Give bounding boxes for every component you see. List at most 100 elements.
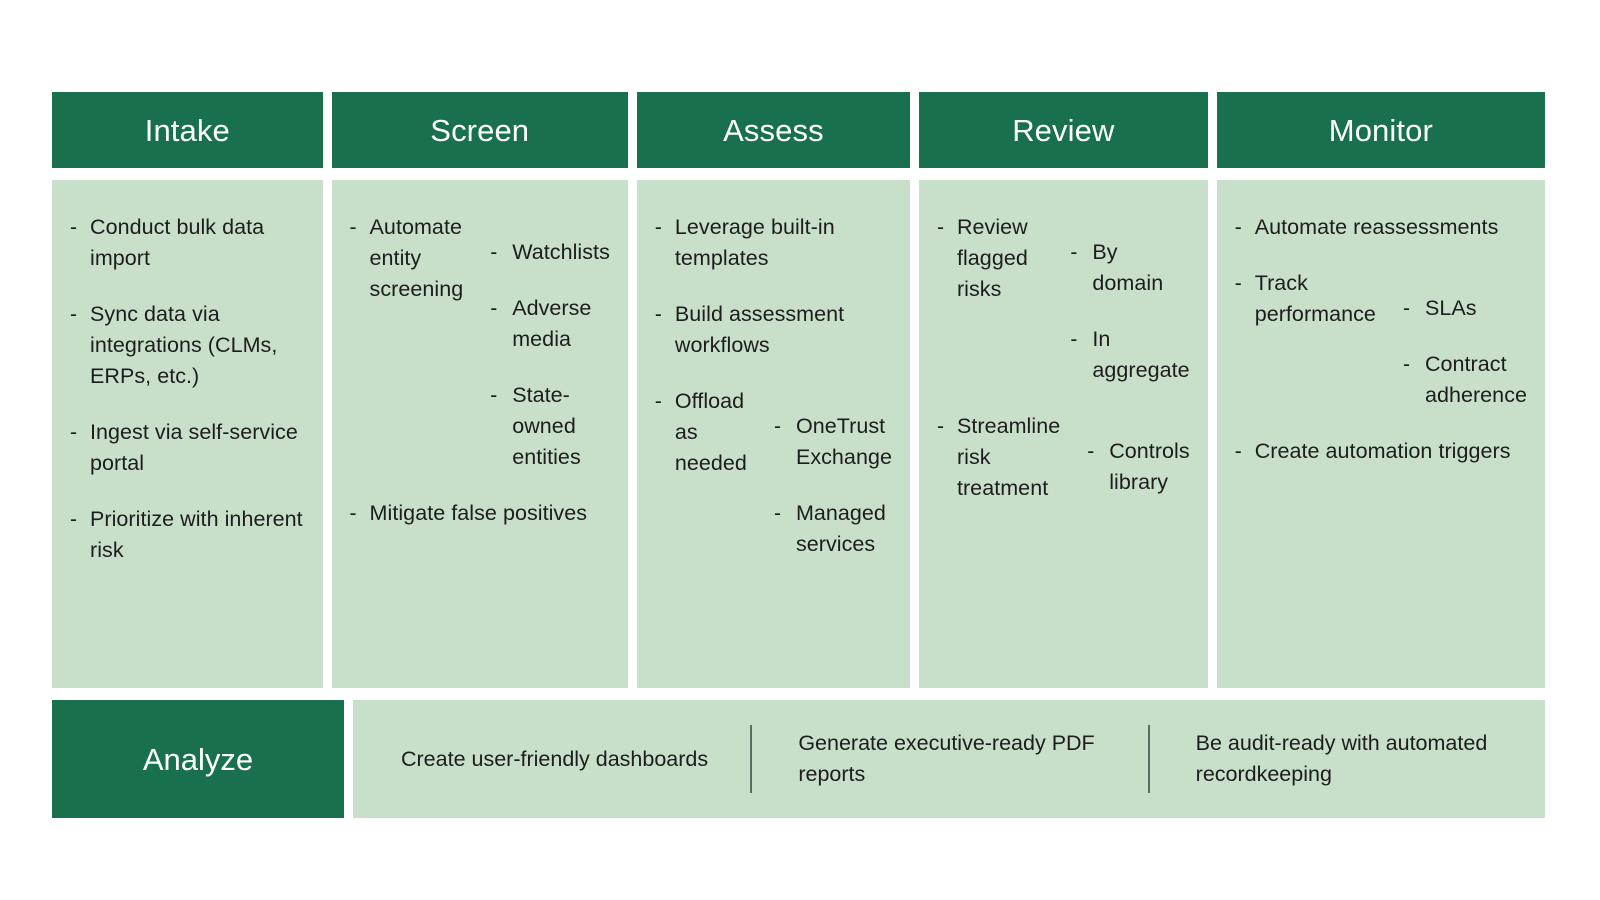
list-item: - Review flagged risks - By domain - In … xyxy=(937,212,1190,386)
list-item: - Track performance - SLAs - Contract ad… xyxy=(1235,268,1527,411)
bullet-dash-icon: - xyxy=(1070,328,1078,351)
stage-header-intake: Intake xyxy=(52,92,323,168)
sub-list-item: - In aggregate xyxy=(1070,324,1189,386)
stage-header-monitor: Monitor xyxy=(1216,92,1545,168)
list-item-label: Create automation triggers xyxy=(1254,439,1511,463)
bullet-dash-icon: - xyxy=(70,508,77,531)
bullet-list: - Automate entity screening - Watchlists… xyxy=(350,212,610,529)
bullet-list: - Review flagged risks - By domain - In … xyxy=(937,212,1190,504)
sub-bullet-list: - SLAs - Contract adherence xyxy=(1376,293,1527,411)
list-item: - Ingest via self-service portal xyxy=(70,417,305,479)
sub-list-item-label: Watchlists xyxy=(512,240,610,264)
bullet-dash-icon: - xyxy=(936,415,944,438)
stage-title: Intake xyxy=(144,112,230,148)
list-item: - Automate reassessments xyxy=(1235,212,1527,243)
sub-bullet-list: - Watchlists - Adverse media - State-own… xyxy=(463,237,610,473)
stage-body-monitor: - Automate reassessments - Track perform… xyxy=(1216,180,1545,688)
list-item-label: Offload as needed xyxy=(674,389,747,475)
bullet-list: - Leverage built-in templates - Build as… xyxy=(655,212,892,560)
analyze-row: Analyze Create user-friendly dashboards … xyxy=(52,700,1545,818)
bullet-dash-icon: - xyxy=(70,216,77,239)
list-item-label: Build assessment workflows xyxy=(674,302,845,357)
list-item: - Sync data via integrations (CLMs, ERPs… xyxy=(70,299,305,392)
bullet-dash-icon: - xyxy=(654,216,662,239)
bullet-dash-icon: - xyxy=(1402,297,1410,320)
list-item: - Automate entity screening - Watchlists… xyxy=(350,212,610,473)
analyze-item-pdf-reports: Generate executive-ready PDF reports xyxy=(750,728,1147,790)
sub-list-item-label: SLAs xyxy=(1424,296,1477,320)
bullet-dash-icon: - xyxy=(1402,353,1410,376)
sub-list-item-label: Controls library xyxy=(1109,439,1190,494)
bullet-dash-icon: - xyxy=(349,216,357,239)
bullet-dash-icon: - xyxy=(490,297,498,320)
sub-list-item: - Contract adherence xyxy=(1403,349,1527,411)
bullet-dash-icon: - xyxy=(490,241,498,264)
sub-list-item-label: OneTrust Exchange xyxy=(795,414,892,469)
sub-list-item: - State-owned entities xyxy=(490,380,610,473)
stage-header-review: Review xyxy=(918,92,1208,168)
stage-header-screen: Screen xyxy=(331,92,628,168)
bullet-dash-icon: - xyxy=(654,303,662,326)
list-item: - Offload as needed - OneTrust Exchange … xyxy=(655,386,892,560)
stage-body-review: - Review flagged risks - By domain - In … xyxy=(918,180,1208,688)
list-item-label: Track performance xyxy=(1254,271,1376,326)
bullet-dash-icon: - xyxy=(1234,216,1242,239)
list-item: - Leverage built-in templates xyxy=(655,212,892,274)
sub-list-item: - Watchlists xyxy=(490,237,610,268)
list-item-label: Prioritize with inherent risk xyxy=(90,507,303,562)
sub-list-item-label: In aggregate xyxy=(1092,327,1190,382)
bullet-dash-icon: - xyxy=(349,502,357,525)
bullet-dash-icon: - xyxy=(1087,440,1095,463)
bullet-list: - Conduct bulk data import - Sync data v… xyxy=(70,212,305,566)
list-item: - Mitigate false positives xyxy=(350,498,610,529)
analyze-item-recordkeeping: Be audit-ready with automated recordkeep… xyxy=(1148,728,1545,790)
list-item: - Streamline risk treatment - Controls l… xyxy=(937,411,1190,504)
stage-body-assess: - Leverage built-in templates - Build as… xyxy=(636,180,910,688)
stage-body-intake: - Conduct bulk data import - Sync data v… xyxy=(52,180,323,688)
stage-title: Assess xyxy=(723,112,824,148)
bullet-dash-icon: - xyxy=(490,384,498,407)
sub-bullet-list: - Controls library xyxy=(1060,436,1189,498)
stage-title: Monitor xyxy=(1328,112,1433,148)
analyze-header: Analyze xyxy=(52,700,344,818)
stage-header-assess: Assess xyxy=(636,92,910,168)
analyze-panel: Create user-friendly dashboards Generate… xyxy=(353,700,1545,818)
stage-columns: Intake - Conduct bulk data import - Sync… xyxy=(52,92,1545,688)
sub-list-item-label: Adverse media xyxy=(512,296,592,351)
list-item-label: Automate reassessments xyxy=(1254,215,1499,239)
list-item-label: Ingest via self-service portal xyxy=(90,420,298,475)
bullet-dash-icon: - xyxy=(70,421,77,444)
stage-body-screen: - Automate entity screening - Watchlists… xyxy=(331,180,628,688)
sub-bullet-list: - By domain - In aggregate xyxy=(1043,237,1189,386)
list-item-label: Streamline risk treatment xyxy=(956,414,1061,500)
list-item-label: Mitigate false positives xyxy=(369,501,588,525)
sub-list-item-label: Contract adherence xyxy=(1424,352,1527,407)
stage-title: Screen xyxy=(430,112,530,148)
stage-title: Review xyxy=(1012,112,1115,148)
stage-column-monitor: Monitor - Automate reassessments - Track… xyxy=(1216,92,1545,688)
sub-list-item-label: State-owned entities xyxy=(512,383,581,469)
list-item-label: Automate entity screening xyxy=(369,215,464,301)
process-flow-diagram: Intake - Conduct bulk data import - Sync… xyxy=(52,92,1545,818)
bullet-dash-icon: - xyxy=(773,502,781,525)
list-item-label: Sync data via integrations (CLMs, ERPs, … xyxy=(90,302,278,388)
bullet-dash-icon: - xyxy=(936,216,944,239)
bullet-dash-icon: - xyxy=(70,303,77,326)
analyze-item-dashboards: Create user-friendly dashboards xyxy=(401,746,709,771)
stage-column-review: Review - Review flagged risks - By domai… xyxy=(918,92,1208,688)
sub-list-item: - OneTrust Exchange xyxy=(774,411,892,473)
list-item: - Create automation triggers xyxy=(1235,436,1527,467)
list-item: - Build assessment workflows xyxy=(655,299,892,361)
bullet-dash-icon: - xyxy=(1234,272,1242,295)
sub-list-item: - Adverse media xyxy=(490,293,610,355)
list-item-label: Review flagged risks xyxy=(956,215,1028,301)
sub-list-item: - SLAs xyxy=(1403,293,1527,324)
bullet-dash-icon: - xyxy=(773,415,781,438)
sub-list-item: - Managed services xyxy=(774,498,892,560)
bullet-list: - Automate reassessments - Track perform… xyxy=(1235,212,1527,467)
stage-column-screen: Screen - Automate entity screening - Wat… xyxy=(331,92,628,688)
list-item: - Conduct bulk data import xyxy=(70,212,305,274)
sub-list-item: - By domain xyxy=(1070,237,1189,299)
list-item: - Prioritize with inherent risk xyxy=(70,504,305,566)
sub-bullet-list: - OneTrust Exchange - Managed services xyxy=(747,411,892,560)
